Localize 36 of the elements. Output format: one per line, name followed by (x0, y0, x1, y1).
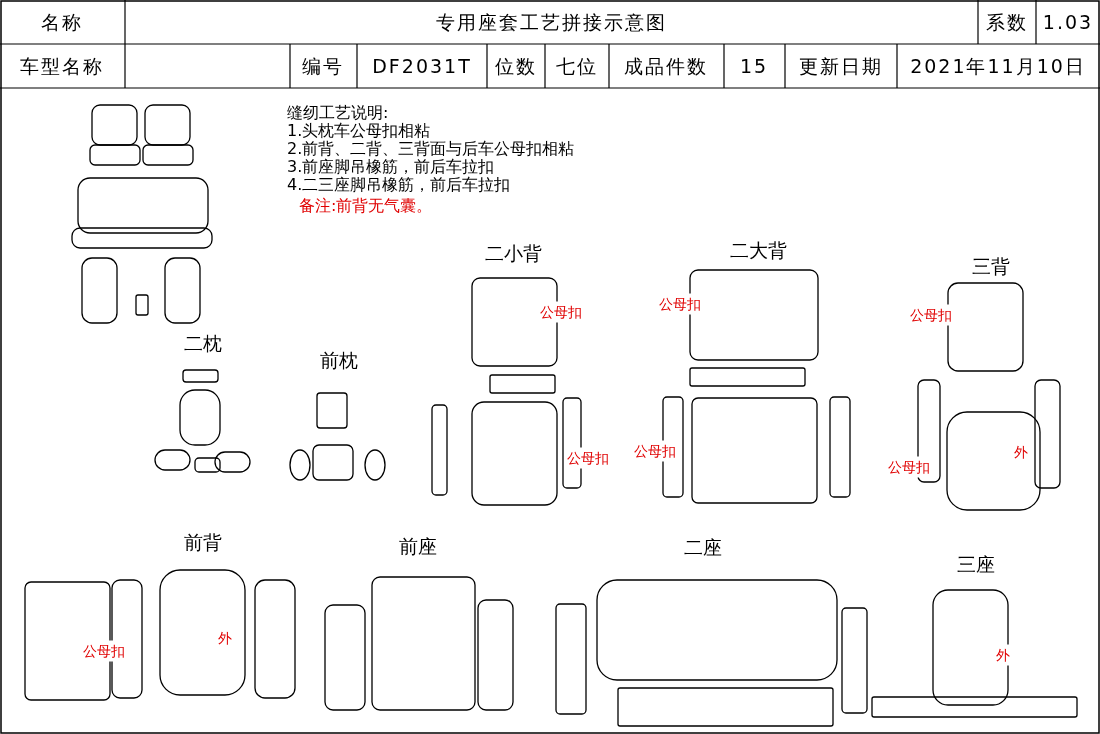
table-cell-text: 位数 (495, 53, 537, 79)
instruction-text: 3.前座脚吊橡筋，前后车拉扣 (287, 158, 495, 176)
table-cell-text: 专用座套工艺拼接示意图 (435, 9, 667, 35)
table-cell-text: 2021年11月10日 (910, 53, 1086, 79)
piece-label: 公母扣 (887, 456, 931, 478)
table-cell-text: 更新日期 (799, 53, 883, 79)
instruction-text: 1.头枕车公母扣相粘 (287, 122, 431, 140)
piece-label: 公母扣 (82, 640, 126, 662)
piece-label: 外 (995, 644, 1011, 666)
section-heading: 二枕 (184, 330, 222, 356)
section-heading: 前座 (399, 533, 437, 559)
instruction-text: 2.前背、二背、三背面与后车公母扣相粘 (287, 140, 575, 158)
section-heading: 前枕 (320, 347, 358, 373)
piece-label: 公母扣 (633, 440, 677, 462)
piece-label: 公母扣 (658, 293, 702, 315)
instruction-text: 4.二三座脚吊橡筋，前后车拉扣 (287, 176, 511, 194)
table-cell-text: 七位 (556, 53, 598, 79)
section-heading: 前背 (184, 529, 222, 555)
table-cell-text: 系数 (986, 9, 1028, 35)
table-cell-text: 车型名称 (20, 53, 104, 79)
table-cell-text: 成品件数 (624, 53, 708, 79)
table-cell-text: 编号 (302, 53, 344, 79)
table-cell-text: 1.03 (1042, 9, 1094, 35)
section-heading: 三座 (957, 551, 995, 577)
section-heading: 二小背 (484, 240, 542, 266)
piece-label: 公母扣 (539, 301, 583, 323)
remark-text: 备注:前背无气囊。 (299, 197, 433, 215)
section-heading: 二大背 (729, 237, 787, 263)
table-cell-text: DF2031T (372, 53, 472, 79)
section-heading: 二座 (684, 534, 722, 560)
piece-label: 公母扣 (566, 447, 610, 469)
table-cell-text: 15 (739, 53, 769, 79)
section-heading: 三背 (972, 253, 1010, 279)
piece-label: 公母扣 (909, 304, 953, 326)
instruction-text: 缝纫工艺说明: (287, 104, 389, 122)
table-cell-text: 名称 (41, 9, 83, 35)
